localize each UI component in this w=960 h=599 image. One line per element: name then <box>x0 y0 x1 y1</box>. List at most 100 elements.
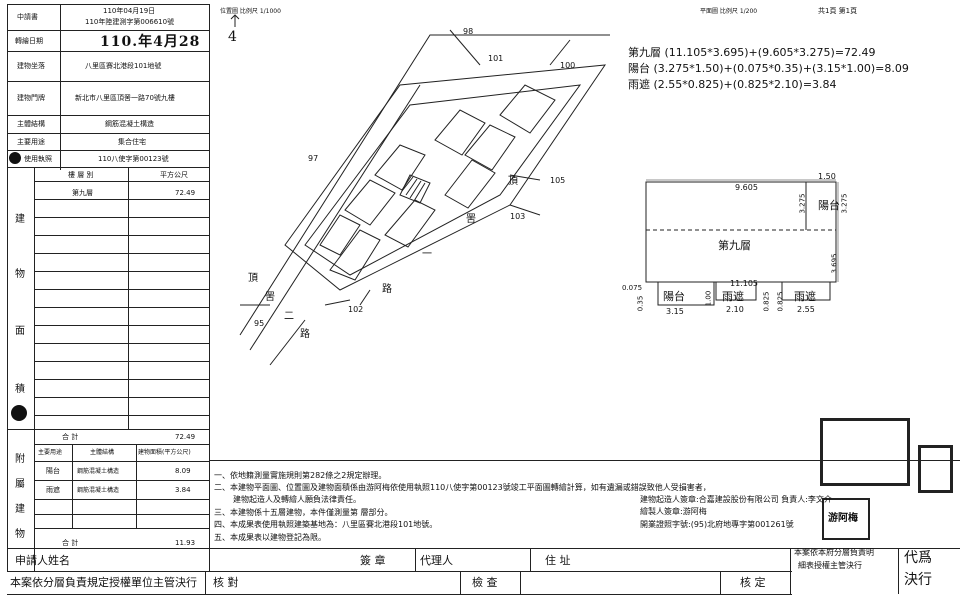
annex-use-2: 雨遮 <box>46 486 60 494</box>
agent-label: 代理人 <box>420 554 453 567</box>
surveyor-seal: 游阿梅 <box>822 498 870 540</box>
area-total-value: 72.49 <box>175 433 196 441</box>
lot-95: 95 <box>254 319 265 328</box>
license-label: 使用執照 <box>24 155 52 163</box>
check-label-1: 核 對 <box>213 576 239 589</box>
note-1: 一、依地籍測量實施規則第282條之2規定辦理。 <box>214 471 387 480</box>
annex-vertical-4: 物 <box>15 529 25 540</box>
area-col-header: 平方公尺 <box>160 171 188 179</box>
road-b-char-1: 頂 <box>248 273 258 284</box>
formula-canopy: 雨遮 (2.55*0.825)+(0.825*2.10)=3.84 <box>628 78 837 91</box>
lot-101: 101 <box>488 54 504 63</box>
north-arrow: 4 <box>228 29 237 45</box>
dim-right-h2: 3.275 <box>840 193 849 214</box>
room-canopy-2: 雨遮 <box>794 290 816 303</box>
area-vertical-3: 面 <box>15 326 25 337</box>
lot-98: 98 <box>463 27 474 36</box>
page-count: 共1頁 第1頁 <box>818 7 858 15</box>
delegation-stamp-2: 決行 <box>904 572 932 588</box>
note-5: 五、本成果表以建物登記為限。 <box>214 533 326 542</box>
builder-signature: 建物起造人簽章:合嘉建設股份有限公司 負責人:李文介 <box>640 495 832 504</box>
delegation-stamp-1: 代爲 <box>904 550 932 566</box>
annex-header-structure: 主體結構 <box>90 449 115 456</box>
site-plan-header: 位置圖 比例尺 1/1000 <box>220 8 281 15</box>
dim-v3: 0.825 <box>776 291 785 312</box>
location-value: 八里區賽北港段101地號 <box>85 62 162 70</box>
drafter-signature: 繪製人簽章:游阿梅 <box>640 507 707 516</box>
room-main: 第九層 <box>718 239 751 252</box>
annex-area-1: 8.09 <box>175 467 191 475</box>
note-4: 四、本成果表使用執照建築基地為：八里區賽北港段101地號。 <box>214 520 438 529</box>
dim-top-width: 9.605 <box>735 183 758 192</box>
room-balcony-bottom: 陽台 <box>663 290 685 303</box>
area-vertical-1: 建 <box>15 214 25 225</box>
room-balcony-right: 陽台 <box>818 199 840 212</box>
authorization-text: 本案依分層負責規定授權單位主管決行 <box>10 576 197 589</box>
road-a-char-4: 路 <box>382 284 392 295</box>
check-label-3: 核 定 <box>740 576 766 589</box>
delegation-note-1: 本案依本府分層負責明 <box>794 548 874 557</box>
road-b-char-4: 路 <box>300 329 310 340</box>
annex-vertical-3: 建 <box>15 504 25 515</box>
area-vertical-4: 積 <box>15 384 25 395</box>
site-plan-drawing <box>230 14 610 366</box>
structure-label: 主體結構 <box>17 120 45 128</box>
dim-canopy2-width: 2.55 <box>797 305 815 314</box>
dim-canopy1-width: 2.10 <box>726 305 744 314</box>
license-value: 110八使字第00123號 <box>98 155 169 163</box>
floor-area: 72.49 <box>175 189 196 197</box>
road-a-char-2: 罟 <box>466 214 476 225</box>
dim-left-small: 0.075 <box>622 284 643 292</box>
address-value: 新北市八里區頂罟一路70號九樓 <box>75 94 175 102</box>
dim-bottom-width: 11.105 <box>730 279 758 288</box>
address-label: 建物門牌 <box>17 94 45 102</box>
annex-vertical-1: 附 <box>15 454 25 465</box>
lot-100: 100 <box>560 61 576 70</box>
delegation-note-2: 細表授權主管決行 <box>798 561 862 570</box>
annex-structure-2: 鋼筋混凝土構造 <box>77 487 120 494</box>
floor-col-header: 樓 層 別 <box>68 171 94 179</box>
note-2-cont: 建物起造人及轉繪人願負法律責任。 <box>233 495 361 504</box>
formula-balcony: 陽台 (3.275*1.50)+(0.075*0.35)+(3.15*1.00)… <box>628 62 909 75</box>
address-field-label: 住 址 <box>545 554 571 567</box>
apply-label: 中請書 <box>17 13 38 21</box>
floor-plan-drawing <box>645 179 839 306</box>
apply-number: 110年陸建測字第006610號 <box>85 18 175 26</box>
hole-punch-top <box>9 152 21 164</box>
road-a-char-1: 頂 <box>508 176 518 187</box>
official-seal-small <box>918 445 953 493</box>
dim-right-h1: 3.275 <box>798 193 807 214</box>
surveyor-seal-text: 游阿梅 <box>828 513 858 524</box>
annex-header-area: 建物面積(平方公尺) <box>138 449 191 456</box>
annex-area-2: 3.84 <box>175 486 191 494</box>
note-3: 三、本建物係十五層建物，本件僅測量第 層部分。 <box>214 508 393 517</box>
road-b-char-3: 二 <box>284 311 294 322</box>
hole-punch-bottom <box>11 405 27 421</box>
dim-top-right: 1.50 <box>818 172 836 181</box>
formula-floor: 第九層 (11.105*3.695)+(9.605*3.275)=72.49 <box>628 46 876 59</box>
annex-vertical-2: 屬 <box>15 479 25 490</box>
road-b-char-2: 罟 <box>265 292 275 303</box>
transfer-date-value: 110.年4月28 <box>100 34 201 50</box>
annex-total-value: 11.93 <box>175 539 196 547</box>
location-label: 建物坐落 <box>17 62 45 70</box>
lot-105: 105 <box>550 176 566 185</box>
floor-plan-header: 平面圖 比例尺 1/200 <box>700 8 758 15</box>
dim-v2: 0.825 <box>762 291 771 312</box>
annex-total-label: 合 計 <box>62 539 79 547</box>
lot-102: 102 <box>348 305 364 314</box>
note-2: 二、本建物平面圖、位置圖及建物面積係由游阿梅依使用執照110八使字第00123號… <box>214 483 711 492</box>
license-number: 開業證照字號:(95)北府地專字第001261號 <box>640 520 794 529</box>
seal-label: 簽 章 <box>360 554 386 567</box>
annex-structure-1: 鋼筋混凝土構造 <box>77 468 120 475</box>
floor-name: 第九層 <box>72 189 93 197</box>
annex-header-use: 主要用途 <box>38 449 63 456</box>
room-canopy-1: 雨遮 <box>722 290 744 303</box>
dim-v1: 1.00 <box>704 290 713 307</box>
applicant-label: 申請人姓名 <box>15 554 70 567</box>
area-total-label: 合 計 <box>62 433 79 441</box>
usage-label: 主要用途 <box>17 138 45 146</box>
dim-left-v: 0.35 <box>636 295 645 312</box>
lot-97: 97 <box>308 154 319 163</box>
annex-use-1: 陽台 <box>46 467 60 475</box>
